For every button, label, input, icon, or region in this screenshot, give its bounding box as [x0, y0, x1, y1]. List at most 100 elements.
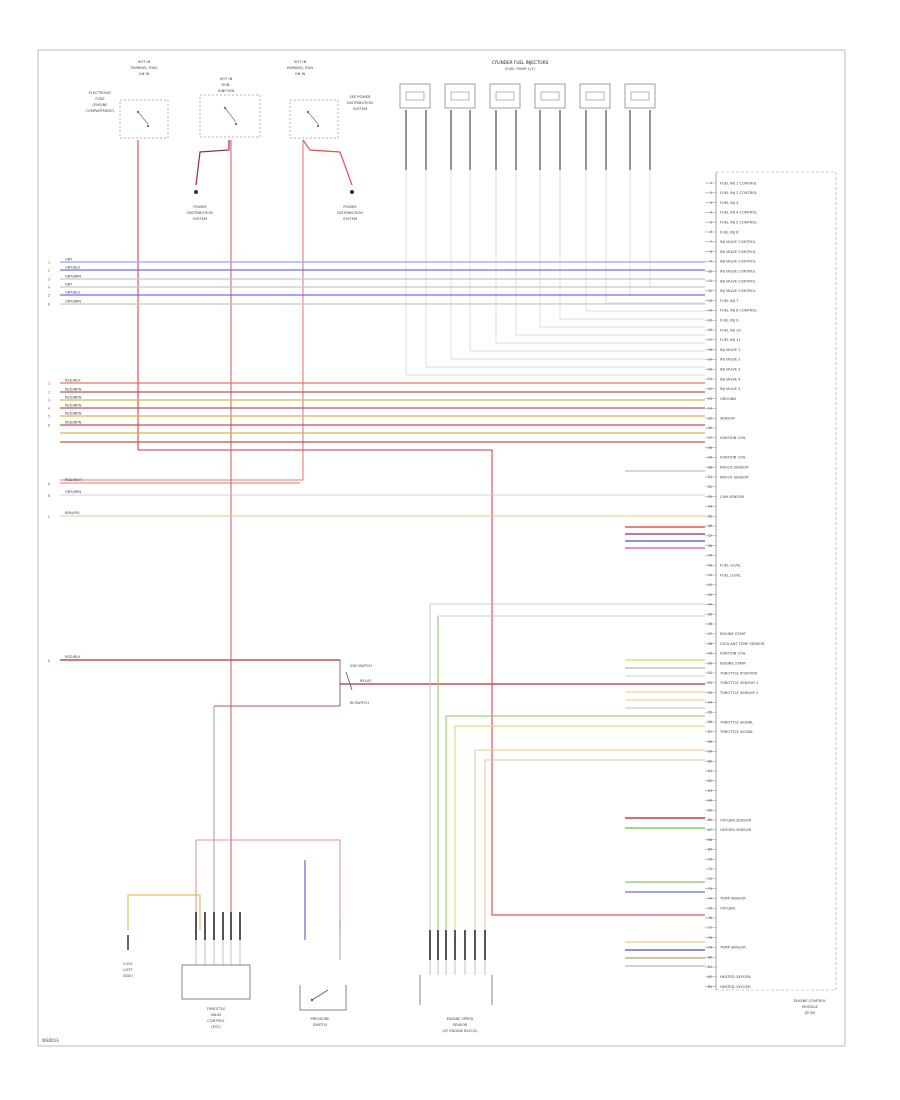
page-frame — [37, 49, 846, 1047]
ecm-pin-number: 68 — [708, 838, 712, 842]
ecm-pin-number: 36 — [708, 524, 712, 528]
ecm-pin-number: 15 — [708, 318, 712, 322]
ecm-pin-label: OXYGEN SENSOR — [720, 828, 751, 832]
ecm-pin-number: 75 — [708, 906, 712, 910]
ecm-pin-label: INJ VALVE CONTROL — [720, 279, 756, 283]
injector-boxes — [399, 83, 656, 109]
ecm-pin-number: 1 — [710, 181, 712, 185]
ecm-pin-number: 42 — [708, 583, 712, 587]
ecm-pin-number: 11 — [708, 279, 712, 283]
bottom-mid-pins — [429, 930, 486, 975]
bottom-mid-line-3: (AT ENGINE BLOCK) — [442, 1029, 478, 1033]
ecm-pin-label: INJ VALVE CONTROL — [720, 240, 756, 244]
ecm-pin-label: INJ VALVE CONTROL — [720, 270, 756, 274]
ecm-pin-number: 5 — [710, 220, 712, 224]
ecm-pin-label: THROTTLE SIGNAL — [719, 730, 753, 734]
ecm-pin-label: IGNITION COIL — [720, 436, 746, 440]
injector-box — [399, 83, 431, 109]
ecm-pin-number: 83 — [708, 985, 712, 989]
ecm-pin-label: CAM SENSOR — [720, 495, 745, 499]
power-bus-pin: 1 — [48, 382, 50, 386]
ecm-line-1: ENGINE CONTROL — [794, 999, 826, 1003]
ecm-pin-number: 56 — [708, 720, 712, 724]
power-dist-right-2: DISTRIBUTION — [337, 211, 363, 215]
ecm-pin-label: KNOCK SENSOR — [720, 475, 749, 479]
power-dist-left-2: DISTRIBUTION — [187, 211, 213, 215]
injector-box — [489, 83, 521, 109]
ground-line-2: (LEFT — [123, 968, 134, 972]
left-bus-wire-label: GRY/BRN — [65, 300, 81, 304]
power-bus-pin: 2 — [48, 391, 50, 395]
ecm-pin-number: 29 — [708, 456, 712, 460]
pressure-line-1: PRESSURE — [311, 1017, 331, 1021]
wire-label-red: RED/WHT — [65, 478, 83, 482]
power-dist-right-3: SYSTEM — [343, 217, 357, 221]
left-bus-wire-label: GRY/BLU — [65, 266, 81, 270]
injector-coil — [630, 91, 650, 101]
ecm-pin-label: COOLANT TEMP SENSOR — [720, 642, 765, 646]
mid-switch-3: IN SWITCH — [350, 701, 369, 705]
mid-switch: D RED/BLK IGN SWITCH RELAY IN SWITCH — [48, 655, 705, 930]
throttle-line-1: THROTTLE — [206, 1007, 227, 1011]
wire-label-redblk: RED/BLK — [65, 655, 81, 659]
injector-box — [624, 83, 656, 109]
ecm-pin-label: FUEL INJ 4 CONTROL — [720, 211, 757, 215]
fuse-a-line-1: HOT IN — [138, 60, 151, 64]
ecm-pin-number: 3 — [710, 201, 712, 205]
ecm-pin-label: KNOCK SENSOR — [720, 466, 749, 470]
pin-mark: A — [48, 482, 50, 486]
ecm-pin-number: 43 — [708, 593, 712, 597]
fuse-a-side-1: ELECTRONIC — [89, 91, 112, 95]
fuse-a-line-2: PARKING, RUN — [131, 66, 157, 70]
right-mid-wires — [625, 470, 705, 549]
ecm-pin-number: 12 — [708, 289, 712, 293]
ecm-pin-label: THROTTLE SENSOR 1 — [719, 681, 758, 685]
ecm-pin-number: 19 — [708, 358, 712, 362]
ecm-pin-number: 40 — [708, 563, 712, 567]
ecm-pin-label: ENGINE START — [720, 662, 747, 666]
ecm-pin-number: 72 — [708, 877, 712, 881]
ecm-pin-number: 20 — [708, 367, 712, 371]
ecm-pin-number: 64 — [708, 799, 712, 803]
mid-switch-2: RELAY — [360, 679, 372, 683]
ecm-pin-number: 39 — [708, 554, 712, 558]
ecm-pin-label: OXYGEN SENSOR — [720, 818, 751, 822]
right-low-wires — [429, 603, 705, 967]
ecm-pin-label: FUEL INJ 7 — [720, 299, 738, 303]
ecm-pin-number: 80 — [708, 955, 712, 959]
ecm-pin-number: 45 — [708, 612, 712, 616]
ecm-pin-number: 52 — [708, 681, 712, 685]
ecm-pin-label: INJ VALVE 5 — [720, 387, 740, 391]
ecm-pin-number: 30 — [708, 465, 712, 469]
ecm-pin-number: 47 — [708, 632, 712, 636]
ecm-pin-label: FUEL LEVEL — [720, 564, 741, 568]
pin-mark: D — [48, 659, 50, 663]
ecm-pin-number: 49 — [708, 652, 712, 656]
injector-box — [534, 83, 566, 109]
fuse-a-side-3: (ENGINE — [92, 103, 108, 107]
ecm-pin-label: FUEL INJ 8 CONTROL — [720, 309, 757, 313]
fuse-b: HOT IN RUN, IGNITION — [199, 77, 261, 138]
fuse-b-line-1: HOT IN — [220, 77, 233, 81]
ecm-pin-number: 46 — [708, 622, 712, 626]
ecm-pin-label: TEMP SENSOR — [719, 946, 746, 950]
throttle-line-2: VALVE — [210, 1013, 222, 1017]
left-bus-wire-label: GRY — [65, 283, 73, 287]
ecm-pin-label: OXYGEN — [720, 907, 735, 911]
power-bus-wire-label: RED/BRN — [65, 388, 82, 392]
power-bus: 1RED/BLK2RED/BRN3RED/BRN4RED/BRN5RED/BRN… — [48, 379, 705, 443]
ecm-line-2: MODULE — [802, 1005, 818, 1009]
ecm-pin-number: 60 — [708, 759, 712, 763]
left-bus-wire-label: GRY/BRN — [65, 275, 81, 279]
ecm-pin-number: 14 — [708, 309, 712, 313]
ecm-pin-number: 66 — [708, 818, 712, 822]
ecm-pin-number: 81 — [708, 965, 712, 969]
ecm-pin-number: 67 — [708, 828, 712, 832]
bottom-mid-line-1: ENGINE SPEED — [447, 1017, 474, 1021]
pin-mark: C — [48, 515, 50, 519]
ecm-pin-label: INJ VALVE 4 — [720, 377, 741, 381]
ecm-pin-label: FUEL INJ 9 — [720, 319, 739, 323]
ecm-pin-label: GROUND — [720, 397, 736, 401]
